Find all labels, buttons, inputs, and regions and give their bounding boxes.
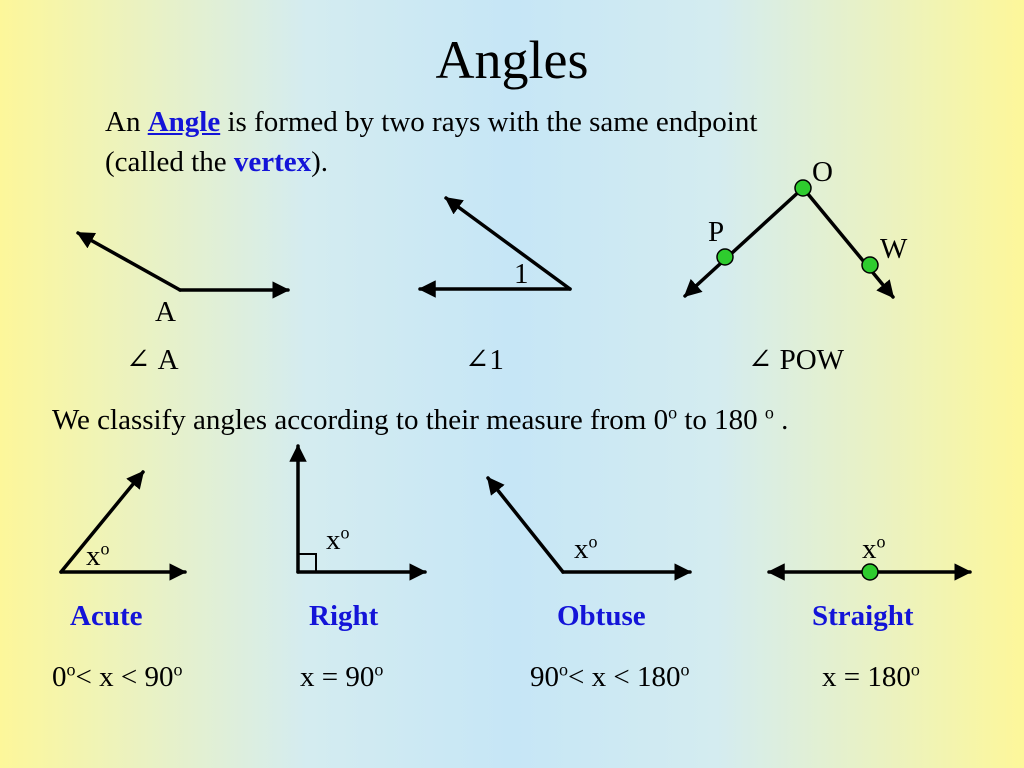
angle-pow-ray-w (801, 186, 895, 299)
point-p (716, 248, 734, 266)
obtuse-range: 90o< x < 180o (530, 660, 689, 694)
degree-symbol: o (559, 659, 568, 680)
definition-line-2: (called the vertex). (105, 144, 328, 180)
straight-range: x = 180o (822, 660, 920, 694)
definition-line2-prefix: (called the (105, 146, 234, 178)
obtuse-ray-upper (486, 476, 565, 574)
angle-a-name-text: A (157, 344, 179, 376)
classify-sentence: We classify angles according to their me… (52, 402, 788, 438)
angle-term-link[interactable]: Angle (147, 106, 221, 138)
point-label-w: W (880, 233, 908, 265)
degree-symbol: o (910, 659, 920, 680)
measure-x: x (326, 524, 341, 556)
degree-symbol: o (876, 531, 886, 552)
degree-symbol: o (668, 402, 678, 423)
degree-symbol: o (764, 402, 774, 423)
point-label-o: O (812, 156, 833, 188)
right-angle-marker (297, 553, 317, 573)
type-right: Right (309, 600, 379, 632)
definition-prefix: An (105, 106, 148, 138)
range-start: 0 (52, 661, 67, 693)
angle-1-ray-upper (444, 196, 572, 291)
degree-symbol: o (173, 659, 183, 680)
straight-vertex-point (861, 563, 879, 581)
vertex-label-a: A (155, 296, 176, 328)
range-start: 90 (530, 661, 559, 693)
straight-measure-label: xo (862, 531, 886, 565)
type-acute: Acute (70, 600, 143, 632)
type-straight: Straight (812, 600, 914, 632)
range-start: x = 180 (822, 661, 911, 693)
vertex-term: vertex (233, 146, 312, 178)
acute-measure-label: xo (86, 538, 110, 572)
degree-symbol: o (66, 659, 76, 680)
right-range: x = 90o (300, 660, 383, 694)
point-o (794, 179, 812, 197)
degree-symbol: o (340, 522, 350, 543)
definition-line-1: An Angle is formed by two rays with the … (105, 104, 757, 140)
angle-pow-ray-p (683, 186, 805, 298)
angle-symbol-icon: ∠ (126, 344, 151, 376)
type-obtuse: Obtuse (557, 600, 646, 632)
degree-symbol: o (680, 659, 690, 680)
degree-symbol: o (374, 659, 384, 680)
angle-a-ray-left (76, 231, 182, 292)
classify-suffix: . (773, 404, 789, 436)
range-rest: < x < 90 (75, 661, 174, 693)
angle-1-name: ∠1 (465, 344, 504, 376)
acute-range: 0o< x < 90o (52, 660, 182, 694)
acute-ray-upper (59, 470, 145, 574)
classify-middle: to 180 (677, 404, 765, 436)
point-w (861, 256, 879, 274)
definition-line2-suffix: ). (311, 146, 329, 178)
right-measure-label: xo (326, 522, 350, 556)
point-label-p: P (708, 216, 725, 248)
angle-symbol-icon: ∠ (748, 344, 773, 376)
measure-x: x (574, 533, 589, 565)
obtuse-measure-label: xo (574, 531, 598, 565)
degree-symbol: o (100, 538, 110, 559)
slide-title: Angles (435, 30, 589, 90)
degree-symbol: o (588, 531, 598, 552)
angle-a-name: ∠ A (126, 344, 179, 376)
angle-pow-name: ∠ POW (748, 344, 844, 376)
angle-pow-name-text: POW (779, 344, 845, 376)
angle-label-1: 1 (514, 258, 529, 290)
measure-x: x (862, 533, 877, 565)
measure-x: x (86, 540, 101, 572)
definition-middle: is formed by two rays with the same endp… (220, 106, 758, 138)
classify-prefix: We classify angles according to their me… (52, 404, 669, 436)
angle-symbol-icon: ∠ (465, 344, 490, 376)
range-rest: < x < 180 (568, 661, 681, 693)
angle-1-name-text: 1 (489, 344, 504, 376)
range-start: x = 90 (300, 661, 375, 693)
